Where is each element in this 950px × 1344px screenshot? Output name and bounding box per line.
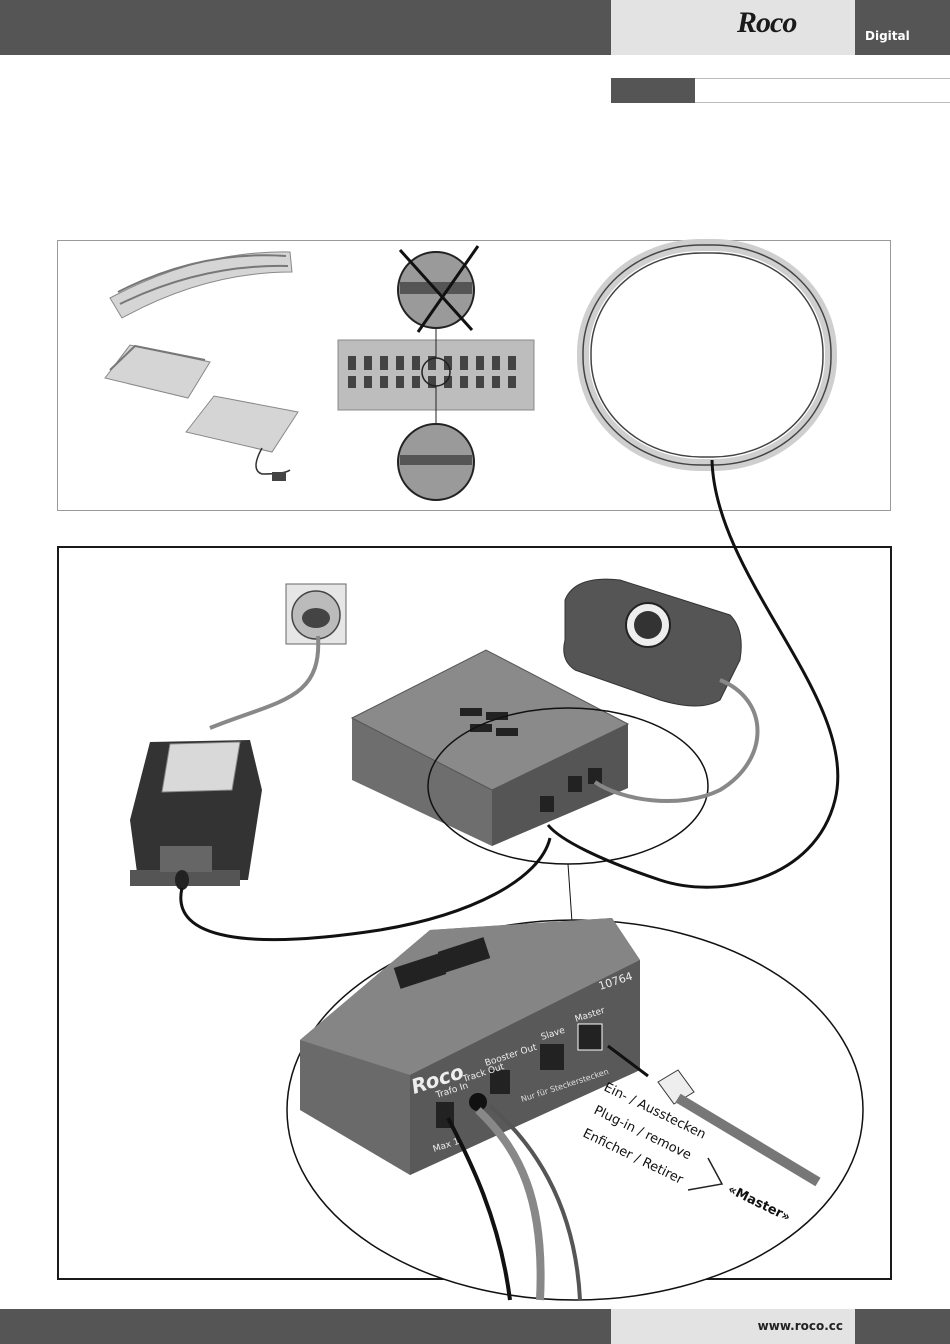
straight-track-piece <box>105 345 210 398</box>
handheld-controller <box>564 579 742 706</box>
footer-url-area: www.roco.cc <box>611 1309 855 1344</box>
track-joint-detail <box>338 328 534 430</box>
curved-track-piece <box>110 252 292 318</box>
wall-socket <box>286 584 346 644</box>
booster-box <box>352 650 628 846</box>
footer-bar-right <box>855 1309 950 1344</box>
footer-bar-left <box>0 1309 611 1344</box>
correct-joint-zoom <box>398 424 474 500</box>
booster-zoom-view <box>287 918 863 1300</box>
transformer <box>130 740 262 890</box>
website-link[interactable]: www.roco.cc <box>758 1319 843 1333</box>
wrong-joint-zoom <box>398 246 478 332</box>
oval-track-layout <box>583 245 831 465</box>
feeder-track-piece <box>186 396 298 481</box>
